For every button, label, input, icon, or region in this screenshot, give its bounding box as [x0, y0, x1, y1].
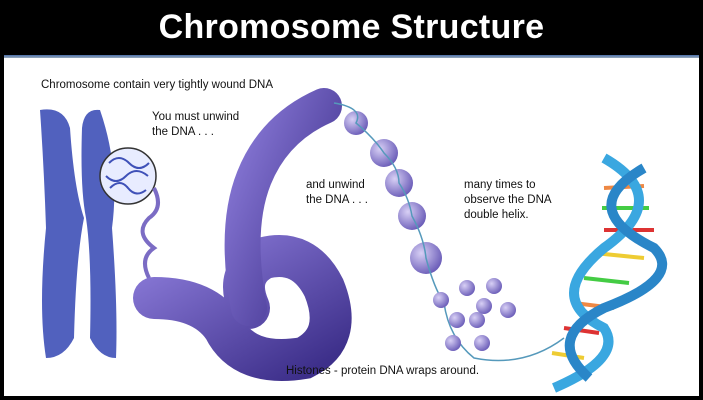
helix-caption-b: observe the DNA: [464, 194, 552, 206]
double-helix: [551, 153, 668, 393]
page-title: Chromosome Structure: [158, 8, 545, 46]
title-divider: [4, 55, 699, 58]
diagram-panel: Chromosome contain very tightly wound DN…: [4, 58, 699, 396]
nucleosome-clusters: [333, 102, 565, 362]
unwind-caption-2a: and unwind: [306, 179, 365, 191]
helix-caption-a: many times to: [464, 179, 536, 191]
unwind-caption-1a: You must unwind: [152, 111, 240, 123]
chromosome-caption: Chromosome contain very tightly wound DN…: [41, 79, 274, 91]
diagram-illustration: [40, 88, 668, 393]
magnified-dna-circle: [99, 147, 157, 205]
histones: [433, 278, 516, 351]
title-bar: Chromosome Structure: [0, 0, 703, 55]
unwind-caption-2b: the DNA . . .: [306, 194, 368, 206]
histones-caption: Histones - protein DNA wraps around.: [286, 365, 480, 377]
dna-strand: [140, 187, 160, 279]
helix-caption-c: double helix.: [464, 209, 529, 221]
chromatin-coil: [133, 88, 352, 381]
unwind-caption-1b: the DNA . . .: [152, 126, 214, 138]
chromosome-x: [40, 109, 117, 358]
